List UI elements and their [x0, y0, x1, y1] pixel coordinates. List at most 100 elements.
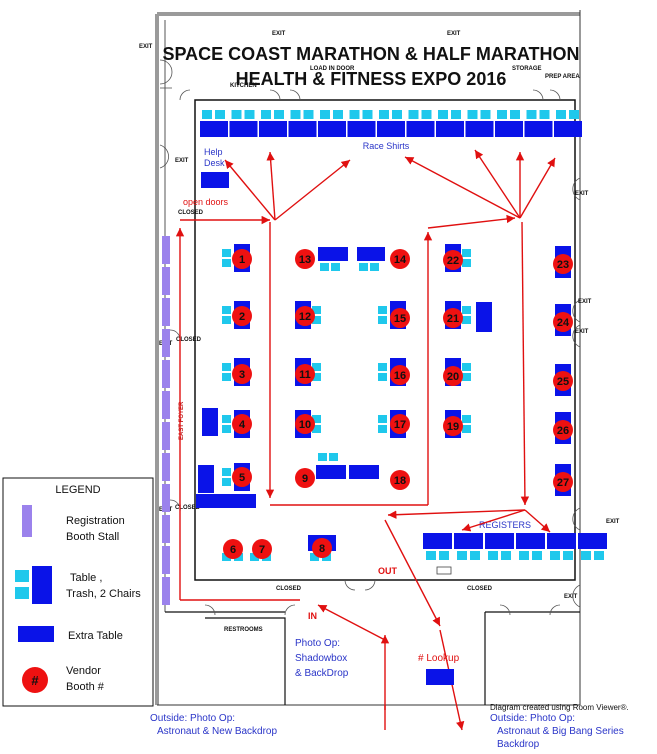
- shirt-chair: [421, 110, 432, 119]
- vendor-booth-circle: [553, 472, 573, 492]
- vendor-booth-circle: [295, 468, 315, 488]
- shirt-table: [436, 121, 464, 137]
- closed-label-4: CLOSED: [276, 586, 302, 592]
- registration-stall: [162, 422, 170, 450]
- registration-booth-stalls: [162, 236, 170, 605]
- shirt-chair: [261, 110, 271, 119]
- shirt-table: [495, 121, 523, 137]
- vendor-chair: [222, 259, 231, 267]
- vendor-booth-circle: [295, 306, 315, 326]
- vendor-booth-number: 9: [302, 473, 308, 485]
- shirt-chair: [438, 110, 448, 119]
- shirt-chair: [244, 110, 255, 119]
- closed-label-3: CLOSED: [175, 505, 201, 511]
- outside-left-label-1: Outside: Photo Op:: [150, 713, 235, 724]
- shirt-chair: [362, 110, 373, 119]
- vendor-chair: [378, 306, 387, 314]
- shirt-chair: [333, 110, 343, 119]
- vendor-chair: [462, 249, 471, 257]
- outside-right-label-2: Astronaut & Big Bang Series: [497, 726, 624, 737]
- photo-op-label-1: Photo Op:: [295, 638, 340, 649]
- shirt-chair: [526, 110, 537, 119]
- photo-op-label-2: Shadowbox: [295, 653, 347, 664]
- registration-stall: [162, 546, 170, 574]
- register-table: [578, 533, 607, 549]
- outside-left-label-2: Astronaut & New Backdrop: [157, 726, 277, 737]
- hall-walls: [194, 99, 576, 581]
- legend-table-label-1: Table ,: [70, 572, 102, 584]
- vendor-chair: [222, 468, 231, 476]
- vendor-chair: [378, 373, 387, 381]
- outside-right-label-3: Backdrop: [497, 739, 540, 750]
- vendor-booth-circle: [295, 249, 315, 269]
- vendor-chair: [378, 425, 387, 433]
- registration-stall: [162, 298, 170, 326]
- door-swings: [159, 59, 581, 616]
- vendor-booth-number: 5: [239, 472, 245, 484]
- legend-chair-swatch-2: [15, 587, 29, 599]
- closed-label-1: CLOSED: [178, 210, 204, 216]
- shirt-chair: [231, 110, 242, 119]
- vendor-booth-number: 8: [319, 543, 325, 555]
- register-chair: [532, 551, 542, 560]
- shirt-table: [200, 121, 228, 137]
- vendor-booth-number: 12: [299, 311, 311, 323]
- register-chair: [457, 551, 467, 560]
- vendor-chair: [222, 553, 231, 561]
- vendor-chair: [462, 425, 471, 433]
- vendor-booth-circle: [443, 416, 463, 436]
- vendor-table: [357, 247, 385, 261]
- shirt-table: [377, 121, 405, 137]
- closed-label-2: CLOSED: [176, 337, 202, 343]
- vendor-chair: [378, 316, 387, 324]
- registration-stall: [162, 484, 170, 512]
- vendor-chair: [312, 425, 321, 433]
- vendor-booth-number: 10: [299, 419, 311, 431]
- shirt-chair: [274, 110, 284, 119]
- open-doors-label: open doors: [183, 197, 229, 207]
- vendor-booth-circle: [443, 366, 463, 386]
- exit-label-right-2: EXIT: [578, 299, 592, 305]
- vendor-chair: [318, 453, 327, 461]
- legend-chair-swatch-1: [15, 570, 29, 582]
- shirt-chair: [569, 110, 579, 119]
- legend-vendor-label-1: Vendor: [66, 665, 101, 677]
- vendor-booth-circle: [553, 254, 573, 274]
- register-chair: [488, 551, 498, 560]
- legend: LEGEND Registration Booth Stall Table , …: [2, 477, 154, 707]
- vendor-booth-number: 17: [394, 419, 406, 431]
- closed-label-5: CLOSED: [467, 586, 493, 592]
- vendor-booth-circle: [390, 414, 410, 434]
- vendor-booth-number: 24: [557, 317, 570, 329]
- vendor-booth-circle: [252, 539, 272, 559]
- vendor-booth-number: 3: [239, 369, 245, 381]
- vendor-booth-number: 20: [447, 371, 459, 383]
- legend-title: LEGEND: [55, 484, 100, 496]
- vendor-booth-number: 23: [557, 259, 569, 271]
- vendor-table: [318, 247, 348, 261]
- restroom-walls: [165, 611, 580, 705]
- kitchen-label: KITCHEN: [230, 83, 257, 89]
- vendor-chair: [312, 316, 321, 324]
- shirt-chair: [480, 110, 491, 119]
- vendor-booth-circle: [443, 250, 463, 270]
- vendor-chair: [312, 373, 321, 381]
- vendor-table: [198, 465, 214, 493]
- vendor-booth-number: 25: [557, 376, 569, 388]
- registration-stall: [162, 577, 170, 605]
- vendor-booth-number: 6: [230, 544, 236, 556]
- shirt-chair: [556, 110, 566, 119]
- vendor-chair: [329, 453, 338, 461]
- shirt-table: [465, 121, 494, 137]
- storage-label: STORAGE: [512, 66, 542, 72]
- exit-label-right-5: EXIT: [564, 594, 578, 600]
- register-chair: [439, 551, 449, 560]
- vendor-chair: [222, 306, 231, 314]
- vendor-chair: [378, 415, 387, 423]
- east-foyer-label: EAST FOYER: [179, 401, 185, 440]
- shirt-table: [318, 121, 346, 137]
- vendor-booth-circle: [295, 414, 315, 434]
- vendor-booth-number: 19: [447, 421, 459, 433]
- legend-vendor-label-2: Booth #: [66, 681, 105, 693]
- vendor-chair: [331, 263, 340, 271]
